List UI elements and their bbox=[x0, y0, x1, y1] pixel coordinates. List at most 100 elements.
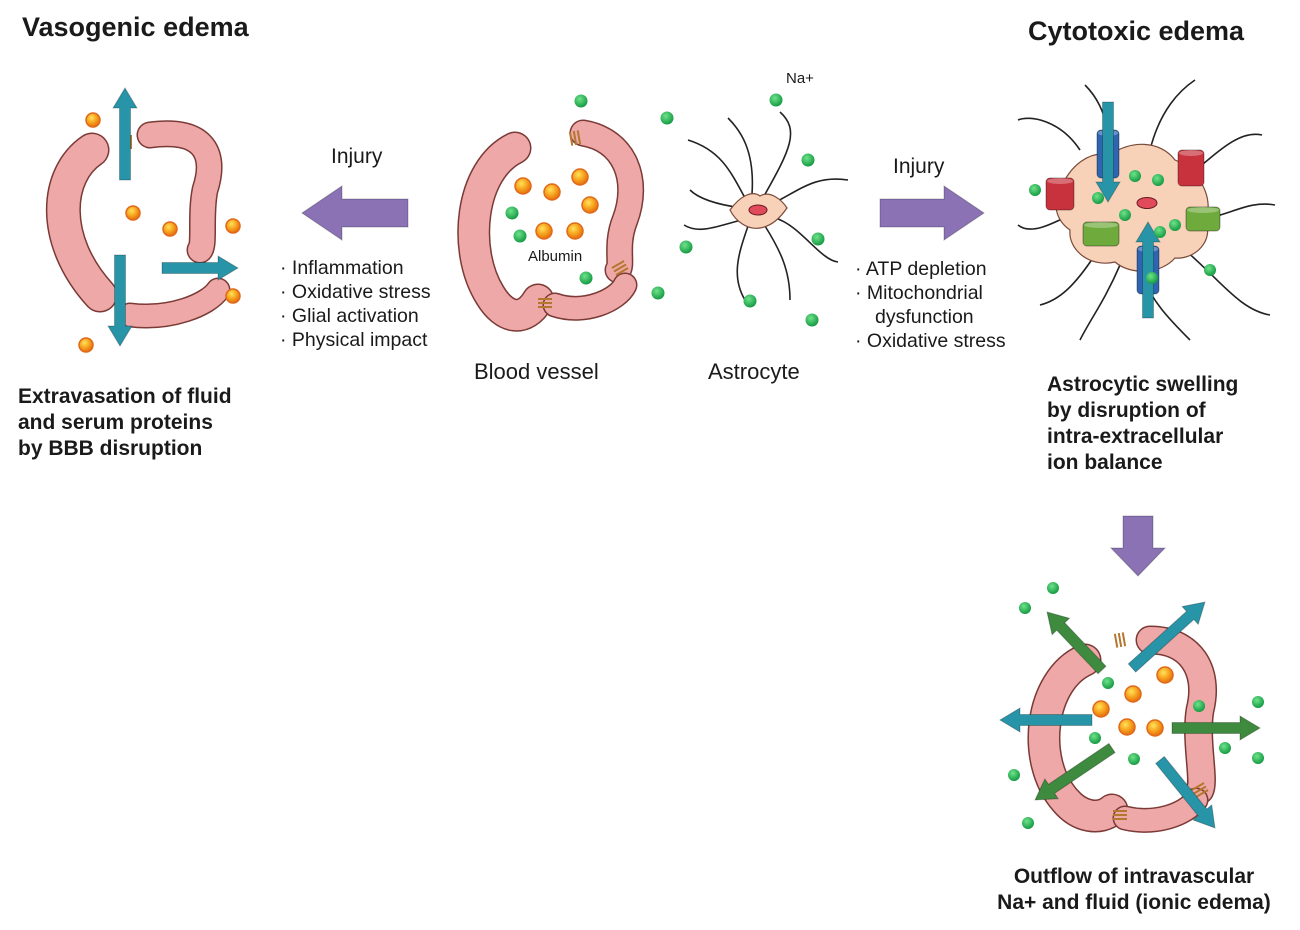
caption-line: Outflow of intravascular bbox=[1013, 865, 1255, 888]
caption-line: by BBB disruption bbox=[18, 437, 203, 460]
sodium-dot bbox=[1119, 209, 1131, 221]
tight-junction-strand bbox=[1117, 632, 1123, 648]
tight-junction bbox=[611, 260, 629, 276]
albumin-dot bbox=[1092, 700, 1110, 718]
outflow-arrow-down bbox=[107, 254, 133, 347]
injury-arrow-right-shape bbox=[879, 185, 985, 241]
astrocyte-process bbox=[687, 139, 746, 199]
ion-channel-green bbox=[1185, 206, 1221, 232]
astrocyte-process bbox=[736, 225, 749, 301]
cause-item: · Mitochondrial bbox=[855, 282, 983, 304]
injury-arrow-down bbox=[1109, 515, 1167, 577]
outflow-arrow-green-upleft-shape bbox=[1046, 611, 1107, 675]
cause-item-label: Inflammation bbox=[291, 257, 404, 279]
albumin-dot bbox=[1146, 719, 1164, 737]
ion-channel-red-highlight bbox=[1179, 150, 1203, 156]
cause-item: dysfunction bbox=[855, 305, 1006, 329]
tight-junction bbox=[1113, 632, 1127, 648]
vessel-wall-segment bbox=[1029, 645, 1127, 831]
ion-channel-green-highlight bbox=[1187, 207, 1219, 213]
sodium-dot bbox=[1019, 602, 1031, 614]
sodium-dot bbox=[811, 232, 825, 246]
caption-line: and serum proteins bbox=[18, 411, 213, 434]
tight-junction-strand bbox=[568, 131, 574, 146]
injury-label-right: Injury bbox=[893, 155, 945, 178]
tight-junction-strand bbox=[1121, 632, 1127, 647]
tight-junction-strand bbox=[615, 267, 629, 276]
albumin-dot bbox=[1156, 666, 1174, 684]
caption-line: Na+ and fluid (ionic edema) bbox=[997, 891, 1271, 914]
cause-item-label: Physical impact bbox=[291, 329, 428, 351]
cause-item-label: ATP depletion bbox=[865, 258, 987, 280]
ionic-edema-caption: Outflow of intravascular Na+ and fluid (… bbox=[984, 864, 1284, 916]
caption-line: ion balance bbox=[1047, 451, 1163, 474]
albumin-dot bbox=[566, 222, 584, 240]
outflow-arrow-down-shape bbox=[107, 254, 133, 347]
cytotoxic-causes-list: · ATP depletion · Mitochondrial dysfunct… bbox=[855, 257, 1006, 353]
outflow-arrow-upright bbox=[1127, 601, 1206, 673]
albumin-dot bbox=[543, 183, 561, 201]
vasogenic-edema-title: Vasogenic edema bbox=[22, 12, 249, 42]
caption-line: Extravasation of fluid bbox=[18, 385, 232, 408]
sodium-dot bbox=[1204, 264, 1216, 276]
sodium-dot bbox=[505, 206, 519, 220]
tight-junction-strand bbox=[576, 130, 582, 145]
tight-junction-strand bbox=[1193, 785, 1207, 795]
sodium-dot bbox=[1008, 769, 1020, 781]
cytotoxic-caption: Astrocytic swelling by disruption of int… bbox=[1047, 372, 1238, 476]
albumin-dot bbox=[571, 168, 589, 186]
vessel-wall-segment bbox=[138, 121, 222, 262]
albumin-dot bbox=[85, 112, 101, 128]
ion-channel-green-body bbox=[1185, 206, 1221, 232]
astrocyte-cell bbox=[683, 111, 849, 301]
sodium-dot bbox=[743, 294, 757, 308]
astrocyte-process bbox=[1184, 249, 1271, 316]
cause-item-label: Glial activation bbox=[291, 305, 419, 327]
albumin-dot bbox=[581, 196, 599, 214]
astrocyte-process bbox=[1039, 254, 1096, 306]
vasogenic-causes-list: · Inflammation · Oxidative stress · Glia… bbox=[280, 256, 431, 352]
sodium-dot bbox=[679, 240, 693, 254]
blood-vessel-label: Blood vessel bbox=[474, 359, 599, 384]
albumin-dot bbox=[162, 221, 178, 237]
sodium-label: Na+ bbox=[786, 70, 814, 87]
vessel-wall-segment bbox=[458, 133, 553, 331]
ion-channel-red bbox=[1177, 149, 1205, 187]
sodium-dot bbox=[801, 153, 815, 167]
albumin-dot bbox=[225, 218, 241, 234]
outflow-arrow-green-right bbox=[1171, 715, 1261, 741]
albumin-dot bbox=[1118, 718, 1136, 736]
astrocyte-process bbox=[683, 219, 743, 230]
outflow-arrow-downright bbox=[1155, 755, 1216, 829]
caption-line: Astrocytic swelling bbox=[1047, 373, 1239, 396]
albumin-dot bbox=[225, 288, 241, 304]
sodium-dot bbox=[1252, 752, 1264, 764]
outflow-arrow-green-upleft bbox=[1046, 611, 1107, 675]
influx-arrow-down bbox=[1095, 101, 1121, 203]
outflow-arrow-up bbox=[112, 87, 138, 181]
sodium-dot bbox=[1152, 174, 1164, 186]
albumin-dot bbox=[535, 222, 553, 240]
sodium-dot bbox=[660, 111, 674, 125]
outflow-arrow-upright-shape bbox=[1127, 601, 1206, 673]
vessel-wall-segment bbox=[1114, 789, 1207, 832]
cause-item-label: Oxidative stress bbox=[291, 281, 431, 303]
outflow-arrow-downright-shape bbox=[1155, 755, 1216, 829]
cause-item-label: dysfunction bbox=[875, 306, 974, 328]
vessel-wall-segment bbox=[1137, 627, 1216, 803]
astrocyte-nucleus bbox=[748, 204, 768, 216]
sodium-dot bbox=[1193, 700, 1205, 712]
cause-item: · Oxidative stress bbox=[855, 330, 1006, 352]
tight-junction bbox=[568, 130, 582, 146]
astrocyte-label: Astrocyte bbox=[708, 359, 800, 384]
astrocyte-process bbox=[1017, 117, 1081, 151]
ion-channel-green-body bbox=[1082, 221, 1120, 247]
outflow-arrow-green-downleft bbox=[1034, 742, 1116, 801]
outflow-arrow-left bbox=[999, 707, 1093, 733]
sodium-dot bbox=[1146, 272, 1158, 284]
sodium-dot bbox=[1252, 696, 1264, 708]
cause-item: · ATP depletion bbox=[855, 258, 987, 280]
sodium-dot bbox=[769, 93, 783, 107]
sodium-dot bbox=[1022, 817, 1034, 829]
